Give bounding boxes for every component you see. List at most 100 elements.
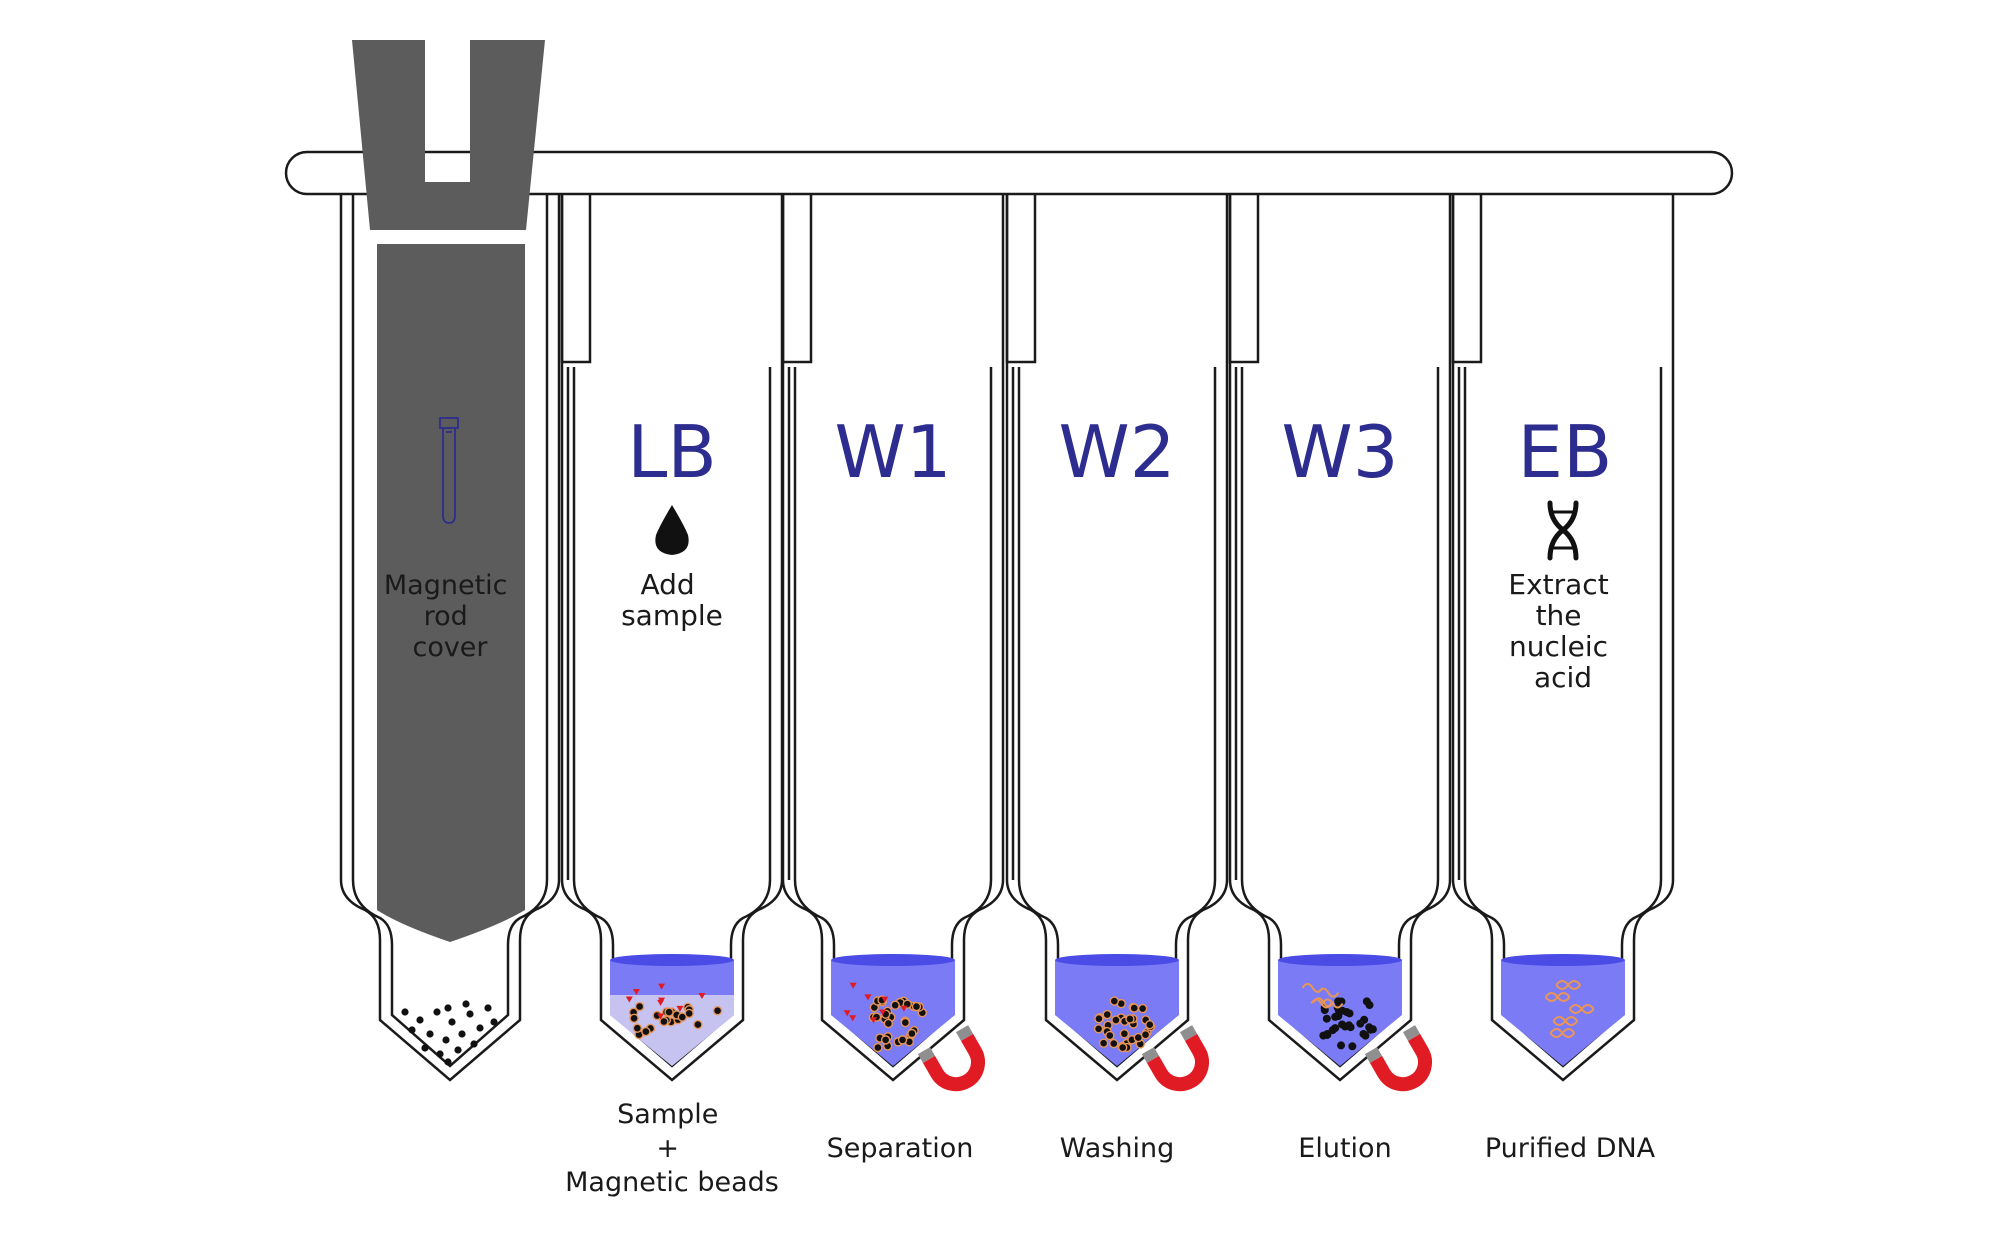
impurity (849, 982, 857, 989)
magnetic-bead (476, 1024, 484, 1032)
impurity (881, 996, 889, 1003)
tube-caption-line: Sample (617, 1099, 718, 1130)
magnetic-bead (1098, 1038, 1109, 1048)
tube-eb: EB Extract the nucleic acid Purified DNA (1485, 410, 1656, 1164)
liquid (1501, 960, 1625, 1066)
sample-layer (610, 995, 734, 1066)
magnetic-bead (458, 1030, 466, 1038)
magnetic-bead (401, 1008, 409, 1016)
impurity (658, 983, 666, 990)
tube-outline-outer (781, 194, 1005, 1082)
magnetic-bead (1345, 1021, 1354, 1030)
tube-neck (1451, 194, 1483, 364)
tube-caption: Separation (827, 1133, 974, 1164)
magnetic-bead (659, 1016, 669, 1027)
tube-outline-outer (1228, 194, 1452, 1082)
magnetic-bead (641, 1026, 651, 1037)
magnetic-bead (1140, 1029, 1151, 1040)
tube-desc-line: nucleic (1509, 630, 1608, 663)
impurity (658, 997, 666, 1004)
tube-w3: W3 Elution (1282, 410, 1399, 1164)
magnetic-bead (677, 1012, 687, 1022)
impurity (698, 992, 706, 999)
magnetic-bead (1323, 1030, 1332, 1039)
magnetic-bead (1362, 997, 1371, 1006)
tube-caption: Washing (1060, 1133, 1174, 1164)
magnetic-bead (629, 1013, 639, 1024)
liquid-surface (1055, 954, 1179, 966)
rod-label-line: Magnetic (384, 570, 508, 601)
top-rail (284, 150, 1734, 196)
magnetic-bead (433, 1008, 441, 1016)
magnetic-bead (883, 1018, 894, 1029)
liquid-surface (831, 954, 955, 966)
magnetic-bead (436, 1050, 444, 1058)
magnetic-bead (1111, 1015, 1121, 1025)
reagent-tube (560, 194, 784, 1082)
dna-fragment (1552, 1016, 1579, 1026)
impurity (676, 1005, 684, 1012)
tube-caption-line: + (656, 1133, 679, 1164)
magnetic-bead (632, 1023, 643, 1033)
magnetic-bead (1094, 1013, 1104, 1024)
magnetic-bead (1119, 1029, 1130, 1039)
magnetic-bead (1334, 1012, 1343, 1021)
magnetic-bead (462, 1000, 470, 1008)
impurity (900, 1005, 908, 1012)
rod-label-line: rod (424, 601, 468, 632)
dna-fragment (1301, 982, 1324, 993)
magnetic-bead (1337, 997, 1346, 1006)
magnet-icon (1141, 1025, 1209, 1092)
tube-neck (1005, 194, 1037, 364)
tube-w1: W1 Separation (827, 410, 974, 1164)
magnetic-bead (448, 1018, 456, 1026)
magnetic-bead (634, 1001, 645, 1012)
impurity (632, 988, 640, 995)
impurity (849, 1015, 857, 1022)
tube-code: W1 (835, 410, 952, 494)
magnetic-bead (1361, 1031, 1370, 1040)
tube-neck (560, 194, 592, 364)
tube-outline-outer (1451, 194, 1675, 1082)
reagent-tube (1005, 194, 1229, 1092)
tube-code: W2 (1059, 410, 1176, 494)
magnetic-bead (1145, 1019, 1155, 1030)
magnetic-bead (900, 1017, 911, 1028)
rod-bead-cluster (401, 1000, 498, 1066)
liquid (831, 960, 955, 1066)
magnetic-bead (1129, 1003, 1139, 1013)
impurity (625, 996, 633, 1003)
droplet-icon (655, 505, 689, 555)
impurity (879, 1009, 887, 1016)
tube-code: EB (1518, 410, 1613, 494)
reagent-tube (781, 194, 1005, 1092)
rod-label: Magnetic rod cover (384, 570, 516, 663)
magnetic-bead (712, 1005, 723, 1016)
magnetic-bead (873, 1042, 883, 1053)
tube-desc-line: the (1536, 599, 1582, 632)
magnetic-bead (454, 1046, 462, 1054)
dna-fragment (1549, 1028, 1576, 1038)
tube-w2: W2 Washing (1059, 410, 1176, 1164)
impurity (657, 1013, 665, 1020)
tube-desc: Extract the nucleic acid (1508, 568, 1617, 694)
tube-outline-outer (339, 194, 561, 1082)
tube-caption: Sample + Magnetic beads (565, 1099, 779, 1198)
magnetic-bead (1360, 1015, 1369, 1024)
magnetic-bead (911, 1001, 922, 1012)
liquid-surface (610, 954, 734, 966)
tube-caption-line: Magnetic beads (565, 1167, 779, 1198)
magnetic-bead (416, 1016, 424, 1024)
magnetic-bead (880, 1035, 891, 1045)
magnetic-bead (484, 1004, 492, 1012)
rod-tube: Magnetic rod cover (339, 40, 561, 1082)
impurity (864, 994, 872, 1001)
magnet-icon (917, 1025, 985, 1092)
magnetic-bead (426, 1030, 434, 1038)
tube-desc-line: Add (640, 568, 694, 601)
tube-neck (781, 194, 813, 364)
magnetic-bead (1322, 1014, 1331, 1023)
magnetic-bead (1337, 1041, 1346, 1050)
magnetic-bead (890, 1000, 900, 1010)
